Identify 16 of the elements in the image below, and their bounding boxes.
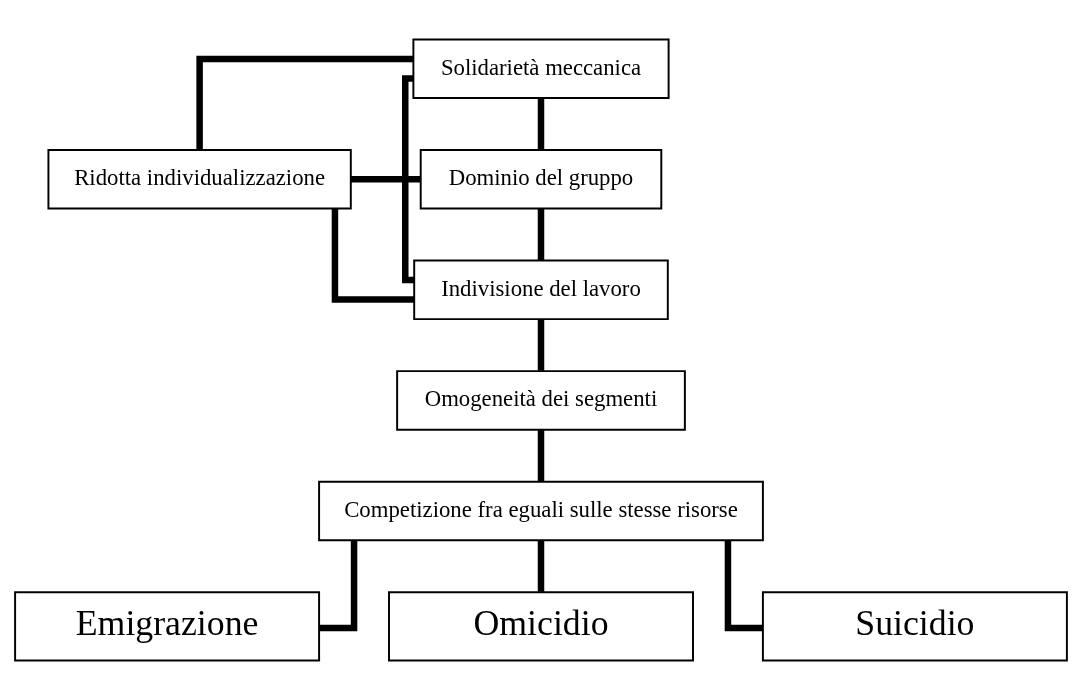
node-box: Solidarietà meccanica [412, 38, 670, 99]
node-box: Competizione fra eguali sulle stesse risorse [318, 480, 764, 542]
connector [537, 319, 545, 371]
connector [724, 540, 763, 632]
node-box: Suicidio [761, 591, 1068, 662]
node-box: Dominio del gruppo [419, 149, 663, 210]
connector [537, 208, 545, 261]
node-box: Indivisione del lavoro [413, 259, 669, 321]
node-box: Omicidio [388, 591, 694, 662]
node-box: Emigrazione [14, 591, 321, 662]
connector [537, 98, 545, 150]
connector [350, 176, 421, 183]
connector [402, 75, 415, 284]
connector [319, 540, 358, 632]
node-box: Omogeneità dei segmenti [396, 370, 686, 431]
node-box: Ridotta individualizzazione [47, 149, 352, 210]
